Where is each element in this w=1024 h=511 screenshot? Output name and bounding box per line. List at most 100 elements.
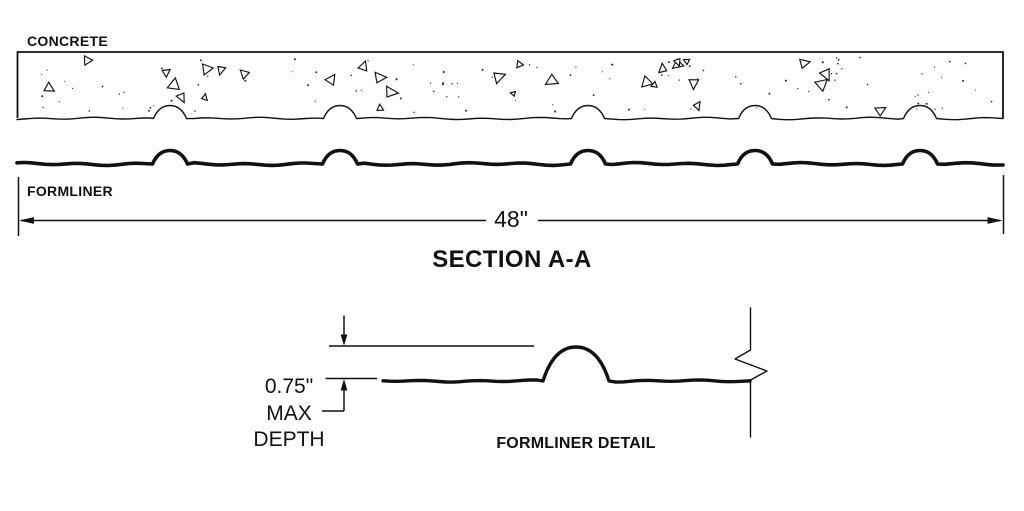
aggregate-dot bbox=[975, 89, 977, 91]
aggregate-dot bbox=[457, 96, 460, 98]
aggregate-dot bbox=[170, 99, 173, 102]
aggregate-triangle bbox=[200, 92, 209, 102]
aggregate-dot bbox=[412, 64, 414, 66]
aggregate-dot bbox=[552, 104, 554, 106]
aggregate-dot bbox=[807, 90, 810, 93]
aggregate-triangle bbox=[672, 57, 681, 68]
aggregate-triangle bbox=[873, 106, 887, 117]
aggregate-dot bbox=[197, 83, 200, 86]
aggregate-dot bbox=[456, 82, 459, 85]
aggregate-triangle bbox=[813, 78, 829, 93]
aggregate-triangle bbox=[161, 68, 172, 79]
aggregate-dot bbox=[122, 107, 124, 109]
width-dimension-label: 48" bbox=[494, 206, 528, 232]
aggregate-dot bbox=[941, 107, 943, 109]
aggregate-dot bbox=[941, 76, 943, 78]
aggregate-dot bbox=[837, 58, 840, 61]
aggregate-dot bbox=[660, 74, 663, 76]
aggregate-dot bbox=[834, 79, 836, 81]
dimension-arrowhead-right bbox=[987, 217, 1003, 224]
aggregate-dot bbox=[194, 110, 196, 112]
aggregate-triangle bbox=[640, 74, 654, 88]
aggregate-triangle bbox=[43, 81, 56, 92]
aggregate-dot bbox=[840, 68, 843, 70]
section-aa-view: CONCRETE FORMLINER 48" SECTION A-A bbox=[15, 33, 1005, 273]
aggregate-dot bbox=[917, 102, 920, 105]
aggregate-dot bbox=[644, 108, 646, 110]
aggregate-dot bbox=[927, 91, 929, 94]
aggregate-dot bbox=[627, 108, 631, 111]
aggregate-dot bbox=[350, 74, 353, 77]
aggregate-dot bbox=[307, 84, 310, 87]
aggregate-dot bbox=[845, 106, 848, 109]
aggregate-dot bbox=[768, 92, 771, 95]
aggregate-dot bbox=[123, 91, 125, 94]
aggregate-dot bbox=[575, 66, 577, 68]
concrete-label: CONCRETE bbox=[27, 33, 108, 49]
aggregate-dot bbox=[756, 107, 758, 109]
break-line bbox=[734, 307, 768, 438]
aggregate-dot bbox=[933, 66, 936, 68]
aggregate-dot bbox=[41, 95, 44, 98]
aggregate-dot bbox=[446, 95, 448, 98]
aggregate-triangle bbox=[493, 72, 507, 85]
aggregate-dot bbox=[491, 76, 493, 78]
aggregate-dot bbox=[667, 60, 670, 64]
concrete-formed-surface-edge bbox=[16, 104, 1004, 121]
aggregate-dot bbox=[153, 105, 155, 107]
depth-depth-label: DEPTH bbox=[253, 428, 324, 451]
aggregate-dot bbox=[964, 62, 967, 65]
aggregate-triangle bbox=[818, 67, 830, 83]
aggregate-dot bbox=[740, 82, 742, 85]
aggregate-triangle bbox=[385, 85, 400, 98]
aggregate-dot bbox=[464, 109, 468, 112]
aggregate-triangle bbox=[217, 65, 227, 77]
aggregate-triangle bbox=[657, 61, 668, 74]
aggregate-dot bbox=[916, 108, 918, 110]
aggregate-triangle bbox=[323, 73, 336, 87]
aggregate-dot bbox=[668, 74, 670, 76]
aggregate-dot bbox=[828, 98, 830, 101]
aggregate-dot bbox=[601, 71, 603, 73]
aggregate-dot bbox=[784, 79, 787, 82]
aggregate-dot bbox=[355, 90, 358, 92]
aggregate-dot bbox=[399, 97, 402, 100]
aggregate-dot bbox=[690, 108, 692, 110]
aggregate-dot bbox=[71, 87, 74, 90]
aggregate-dot bbox=[41, 74, 43, 76]
aggregate-dot bbox=[42, 106, 44, 109]
aggregate-dot bbox=[735, 76, 737, 78]
aggregate-triangle bbox=[509, 90, 517, 98]
aggregate-triangle bbox=[166, 76, 181, 91]
aggregate-dot bbox=[696, 78, 699, 80]
section-title: SECTION A-A bbox=[432, 246, 592, 273]
aggregate-dot bbox=[161, 67, 163, 70]
aggregate-dot bbox=[291, 71, 293, 73]
aggregate-dot bbox=[314, 100, 316, 102]
aggregate-dot bbox=[315, 71, 318, 74]
aggregate-triangle bbox=[650, 80, 658, 88]
aggregate-dot bbox=[835, 72, 838, 75]
aggregate-dot bbox=[172, 79, 174, 82]
aggregate-dot bbox=[88, 110, 91, 112]
aggregate-dot bbox=[58, 101, 60, 103]
aggregate-dot bbox=[395, 78, 398, 81]
aggregate-dot bbox=[990, 100, 993, 103]
aggregate-triangle bbox=[201, 63, 215, 77]
formliner-profile bbox=[15, 148, 1005, 168]
detail-title: FORMLINER DETAIL bbox=[496, 435, 655, 452]
aggregate-dot bbox=[515, 99, 517, 101]
aggregate-dot bbox=[413, 111, 415, 114]
aggregate-triangle bbox=[374, 71, 389, 84]
aggregate-dot bbox=[101, 85, 104, 88]
aggregate-dot bbox=[451, 82, 453, 85]
aggregate-dot bbox=[866, 83, 869, 86]
aggregate-dot bbox=[592, 94, 595, 97]
aggregate-dot bbox=[481, 68, 484, 71]
aggregate-dot bbox=[442, 70, 445, 74]
aggregate-dot bbox=[835, 57, 838, 59]
aggregate-dot bbox=[554, 110, 557, 113]
concrete-aggregate-texture bbox=[41, 54, 993, 117]
aggregate-triangle bbox=[239, 69, 251, 81]
